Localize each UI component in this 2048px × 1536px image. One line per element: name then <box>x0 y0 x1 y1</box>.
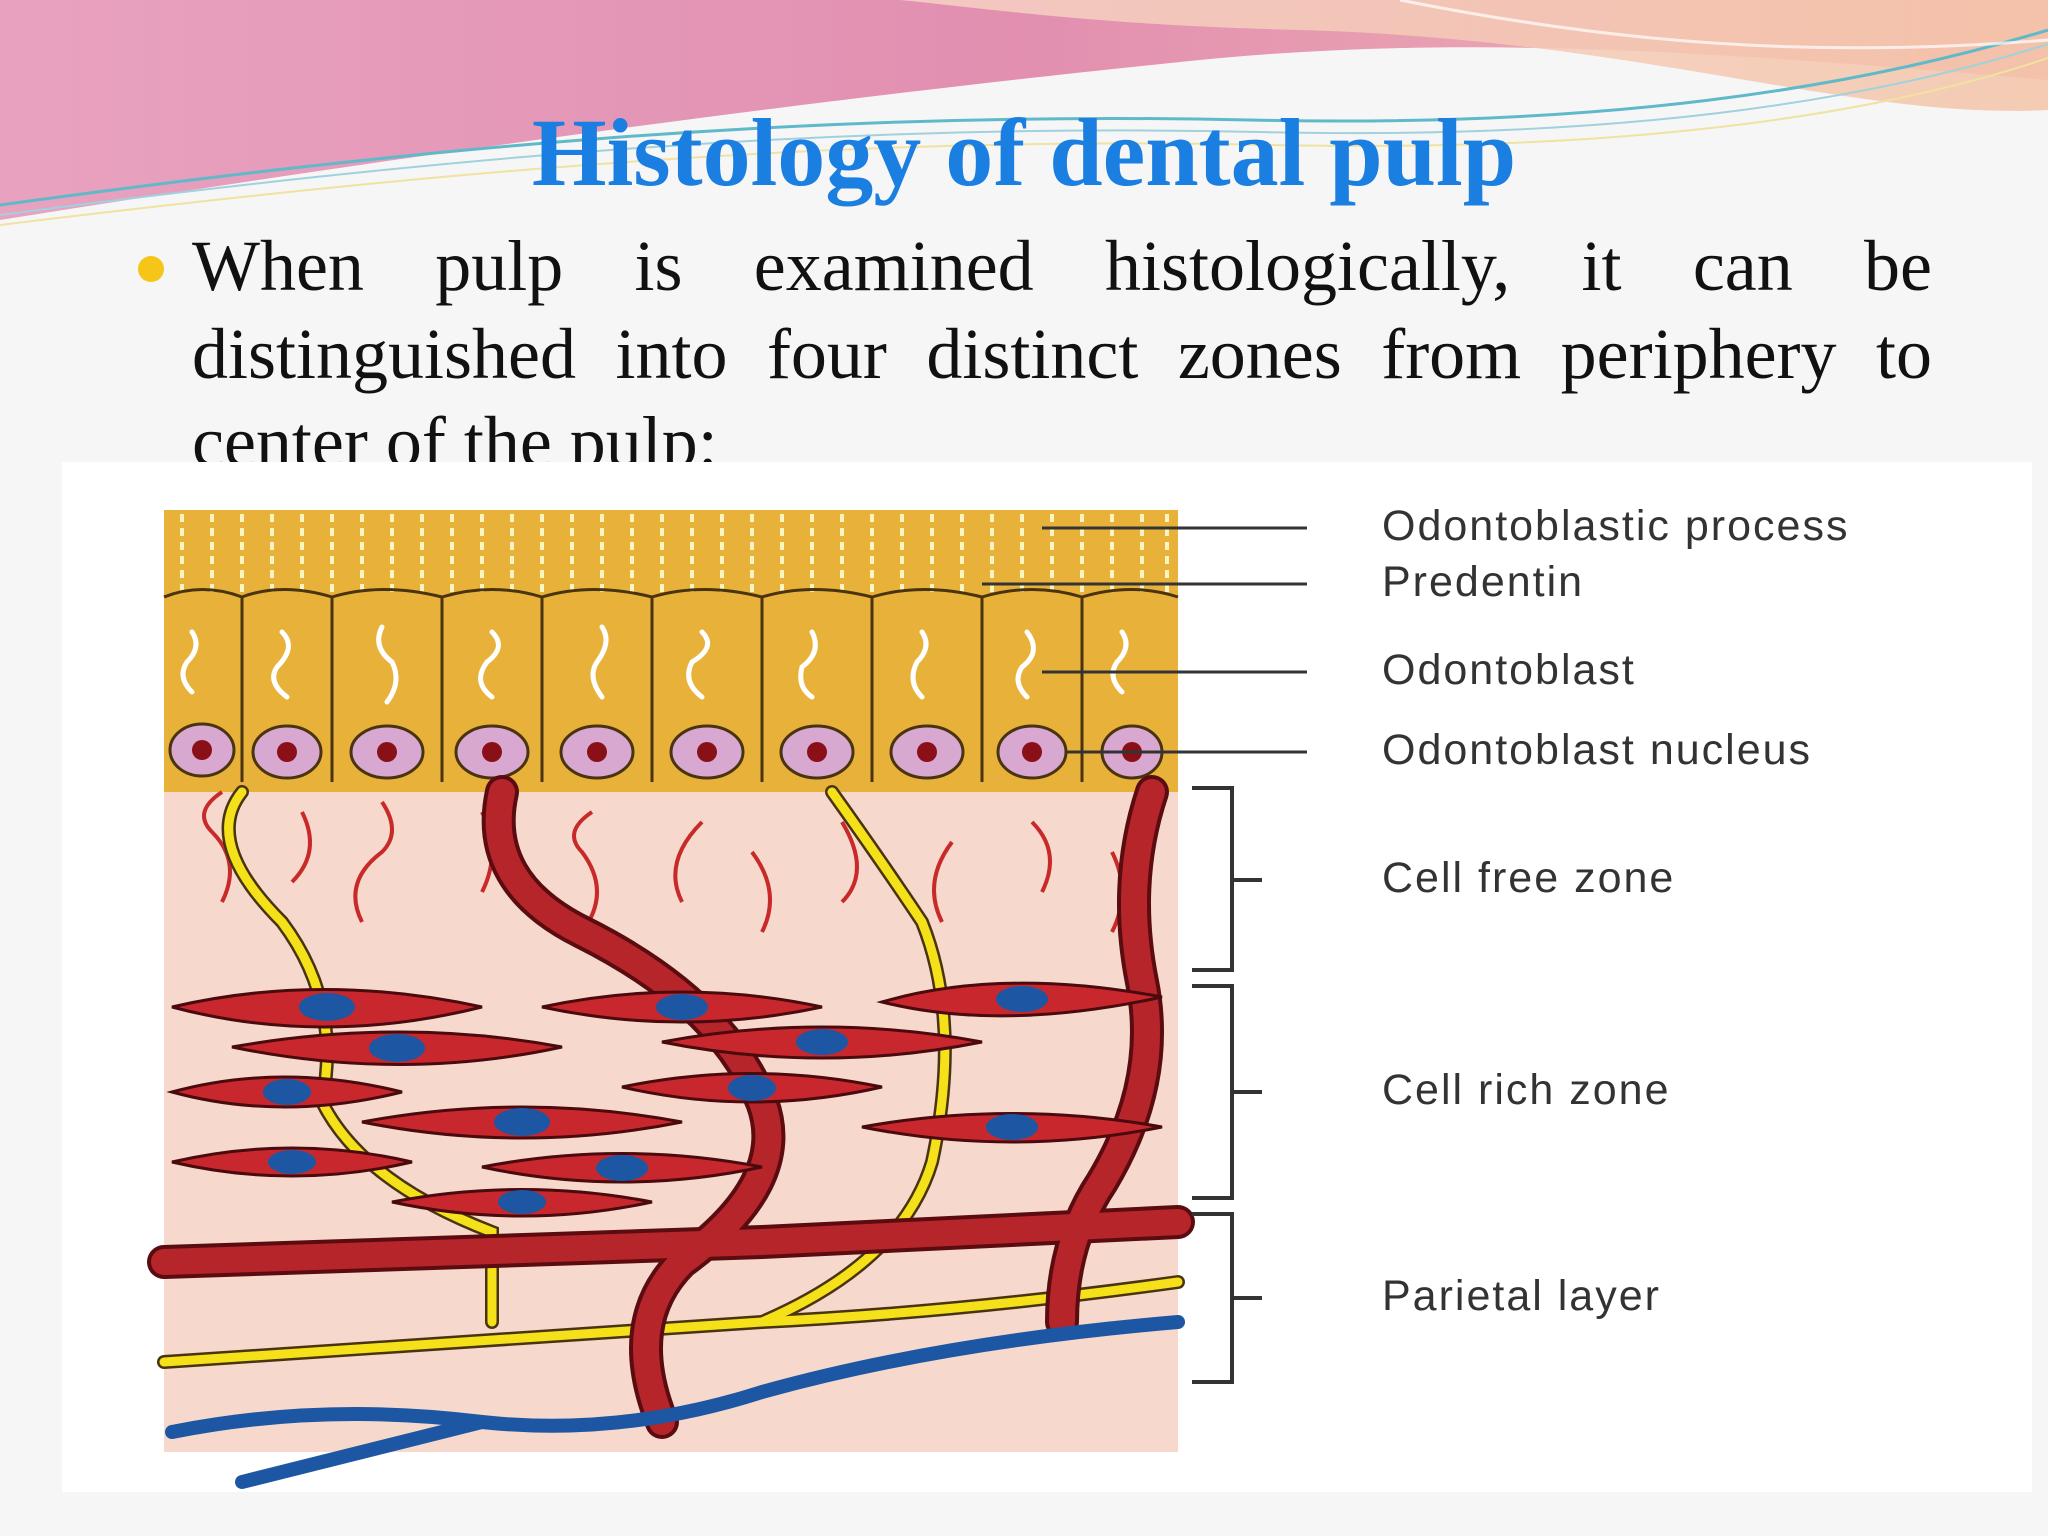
bullet-icon <box>138 256 164 282</box>
label-odontoblastic-process: Odontoblastic process <box>1382 502 1850 550</box>
slide-title: Histology of dental pulp <box>531 99 1517 206</box>
decorative-header-waves <box>0 0 2048 226</box>
label-cell-rich-zone: Cell rich zone <box>1382 1066 1671 1114</box>
bullet-text: When pulp is examined histologically, it… <box>192 226 1932 472</box>
label-cell-free-zone: Cell free zone <box>1382 854 1676 902</box>
label-predentin: Predentin <box>1382 558 1585 606</box>
label-odontoblast: Odontoblast <box>1382 646 1636 694</box>
pulp-zones-figure: Odontoblastic process Predentin Odontobl… <box>62 462 2032 1492</box>
pulp-histology-diagram <box>147 510 1307 1489</box>
label-parietal-layer: Parietal layer <box>1382 1272 1661 1320</box>
label-odontoblast-nucleus: Odontoblast nucleus <box>1382 726 1813 774</box>
